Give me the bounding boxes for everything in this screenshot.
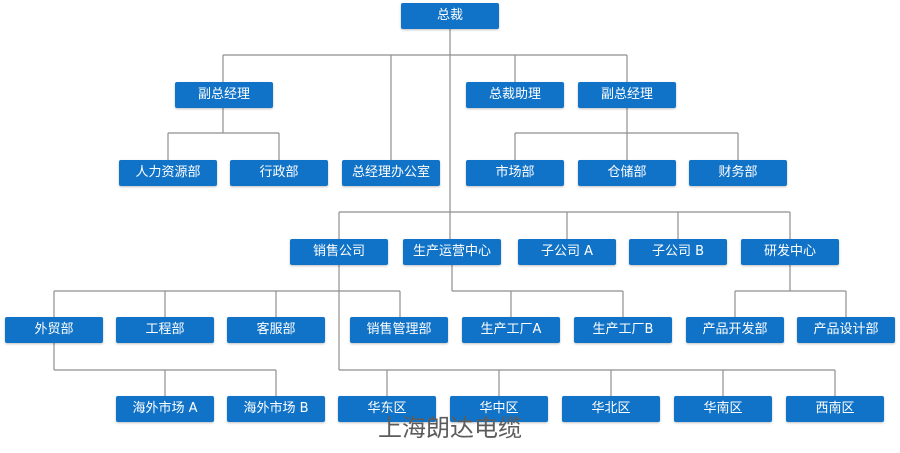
node-south-china: 华南区 xyxy=(674,396,772,422)
node-subsidiary-b: 子公司 B xyxy=(629,239,727,265)
node-vp-right: 副总经理 xyxy=(578,82,676,108)
node-foreign-trade: 外贸部 xyxy=(5,317,103,343)
node-factory-b: 生产工厂B xyxy=(574,317,672,343)
node-rd-center: 研发中心 xyxy=(741,239,839,265)
node-vp-left: 副总经理 xyxy=(175,82,273,108)
node-factory-a: 生产工厂A xyxy=(462,317,560,343)
node-marketing: 市场部 xyxy=(466,160,564,186)
node-north-china: 华北区 xyxy=(562,396,660,422)
watermark-text: 上海朗达电缆 xyxy=(378,414,522,442)
node-ceo-assistant: 总裁助理 xyxy=(466,82,564,108)
node-central-china: 华中区 xyxy=(450,396,548,422)
node-customer-service: 客服部 xyxy=(227,317,325,343)
node-southwest: 西南区 xyxy=(786,396,884,422)
node-engineering: 工程部 xyxy=(116,317,214,343)
node-hr: 人力资源部 xyxy=(119,160,217,186)
node-warehouse: 仓储部 xyxy=(578,160,676,186)
node-product-development: 产品开发部 xyxy=(686,317,784,343)
node-ceo: 总裁 xyxy=(401,3,499,29)
node-subsidiary-a: 子公司 A xyxy=(518,239,616,265)
node-gm-office: 总经理办公室 xyxy=(342,160,440,186)
node-finance: 财务部 xyxy=(689,160,787,186)
node-overseas-b: 海外市场 B xyxy=(227,396,325,422)
node-sales-company: 销售公司 xyxy=(290,239,388,265)
node-product-design: 产品设计部 xyxy=(797,317,895,343)
node-sales-management: 销售管理部 xyxy=(350,317,448,343)
node-admin: 行政部 xyxy=(230,160,328,186)
node-east-china: 华东区 xyxy=(338,396,436,422)
node-overseas-a: 海外市场 A xyxy=(116,396,214,422)
node-production-center: 生产运营中心 xyxy=(403,239,501,265)
